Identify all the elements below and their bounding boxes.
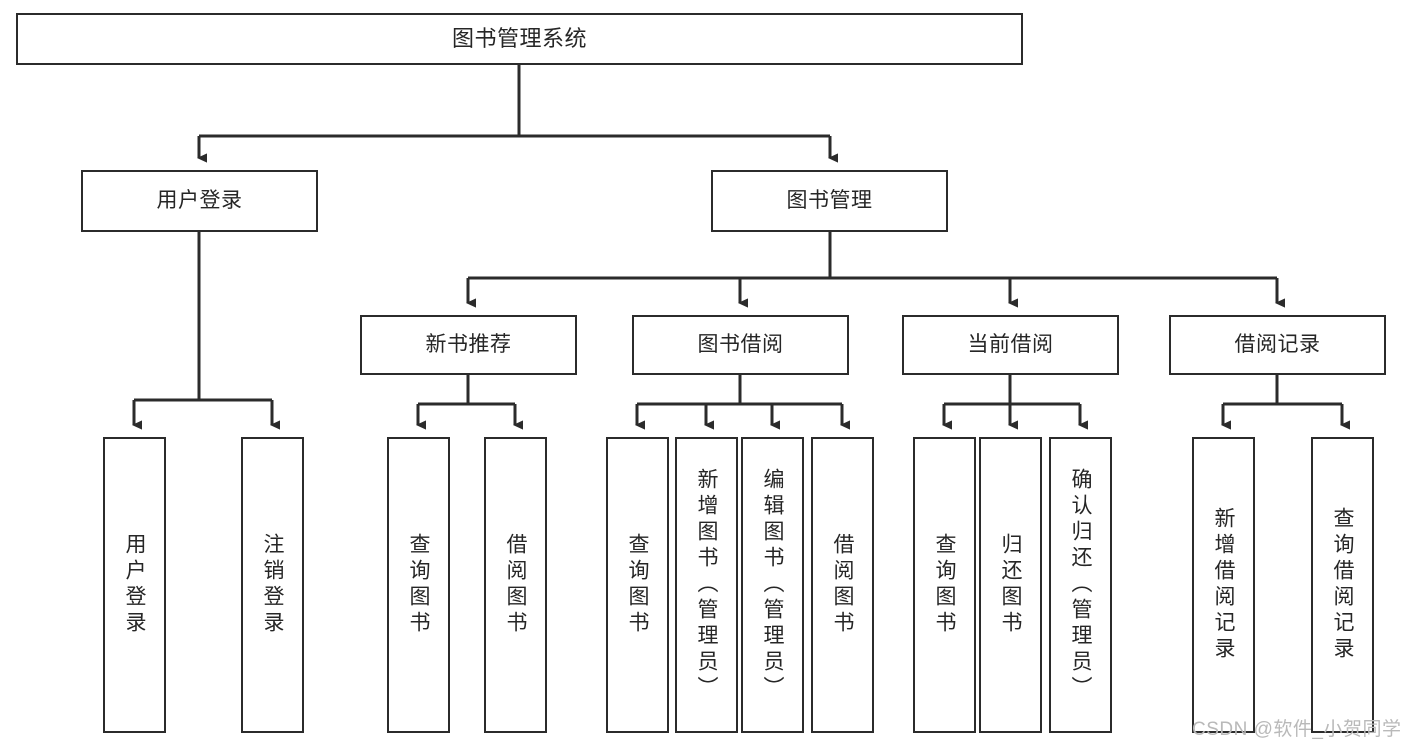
node-current-borrowing[interactable]: 当前借阅 — [902, 315, 1119, 375]
node-new-book-recommendation[interactable]: 新书推荐 — [360, 315, 577, 375]
node-label: 注销登录 — [261, 533, 284, 637]
leaf-add-book-admin[interactable]: 新增图书（管理员） — [675, 437, 738, 733]
node-user-login[interactable]: 用户登录 — [81, 170, 318, 232]
leaf-return-book[interactable]: 归还图书 — [979, 437, 1042, 733]
node-label: 当前借阅 — [967, 332, 1054, 356]
node-label: 借阅记录 — [1234, 332, 1321, 356]
node-borrow-records[interactable]: 借阅记录 — [1169, 315, 1386, 375]
node-label: 新增借阅记录 — [1212, 507, 1235, 663]
leaf-query-borrow-record[interactable]: 查询借阅记录 — [1311, 437, 1374, 733]
node-label: 查询图书 — [626, 533, 649, 637]
node-label: 查询图书 — [933, 533, 956, 637]
node-label: 图书管理系统 — [451, 26, 587, 52]
leaf-add-borrow-record[interactable]: 新增借阅记录 — [1192, 437, 1255, 733]
node-label: 用户登录 — [156, 188, 243, 212]
leaf-query-book-current[interactable]: 查询图书 — [913, 437, 976, 733]
csdn-watermark: CSDN @软件_小贺同学 — [1192, 719, 1402, 740]
leaf-user-login[interactable]: 用户登录 — [103, 437, 166, 733]
node-label: 归还图书 — [999, 533, 1022, 637]
node-label: 确认归还（管理员） — [1069, 468, 1092, 702]
node-label: 图书管理 — [786, 188, 873, 212]
node-label: 查询图书 — [407, 533, 430, 637]
node-label: 查询借阅记录 — [1331, 507, 1354, 663]
leaf-edit-book-admin[interactable]: 编辑图书（管理员） — [741, 437, 804, 733]
node-root-book-management-system[interactable]: 图书管理系统 — [16, 13, 1023, 65]
node-label: 用户登录 — [123, 533, 146, 637]
node-label: 编辑图书（管理员） — [761, 468, 784, 702]
node-label: 借阅图书 — [831, 533, 854, 637]
node-label: 借阅图书 — [504, 533, 527, 637]
leaf-confirm-return-admin[interactable]: 确认归还（管理员） — [1049, 437, 1112, 733]
leaf-user-logout[interactable]: 注销登录 — [241, 437, 304, 733]
node-book-borrowing[interactable]: 图书借阅 — [632, 315, 849, 375]
leaf-borrow-book-new-rec[interactable]: 借阅图书 — [484, 437, 547, 733]
node-label: 新书推荐 — [425, 332, 512, 356]
leaf-query-book-borrowing[interactable]: 查询图书 — [606, 437, 669, 733]
node-book-management[interactable]: 图书管理 — [711, 170, 948, 232]
node-label: 新增图书（管理员） — [695, 468, 718, 702]
node-label: 图书借阅 — [697, 332, 784, 356]
leaf-borrow-book-borrowing[interactable]: 借阅图书 — [811, 437, 874, 733]
leaf-query-book-new-rec[interactable]: 查询图书 — [387, 437, 450, 733]
